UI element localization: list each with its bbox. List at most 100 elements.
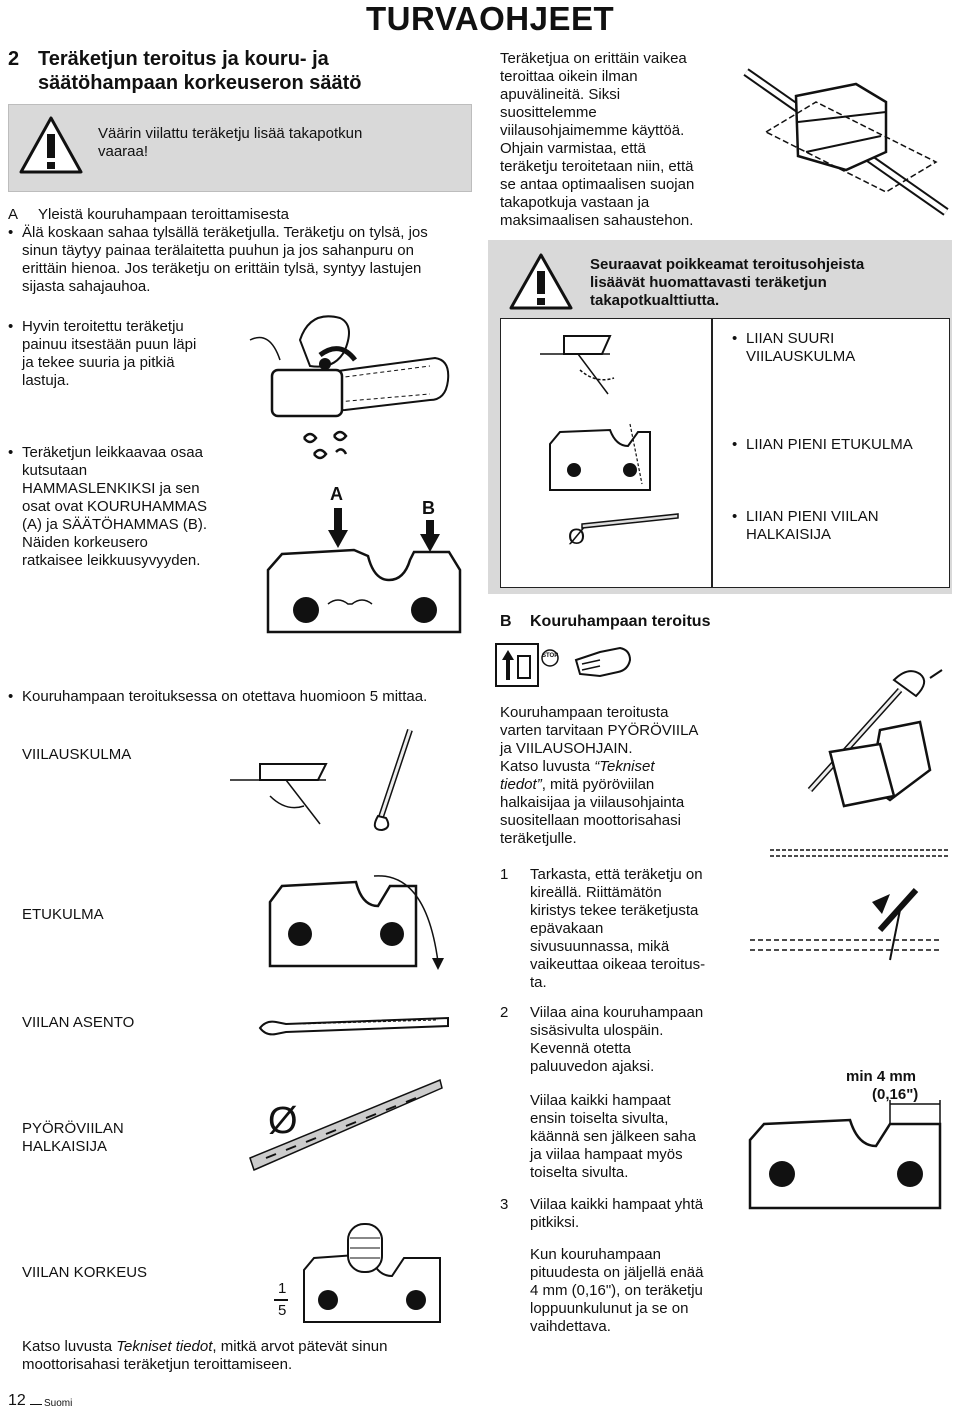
- step3b-line: pituudesta on jäljellä enää: [530, 1264, 704, 1281]
- right-top-line: takapotkuja vastaan ja: [500, 194, 650, 211]
- step2-text: Viilaa aina kouruhampaan sisäsivulta ulo…: [530, 1004, 730, 1076]
- para1b-italic1: “Tekniset: [594, 758, 655, 775]
- fraction-denominator: 5: [278, 1302, 287, 1319]
- small-file-illustration: [581, 513, 679, 529]
- label-etukulma: ETUKULMA: [22, 906, 104, 923]
- intro-line: Kouruhampaan teroituksessa on otettava h…: [22, 688, 428, 705]
- bullet3-line: (A) ja SÄÄTÖHAMMAS (B).: [22, 516, 208, 533]
- diameter-symbol: Ø: [268, 1100, 298, 1142]
- bullet1-line: sinun täytyy painaa terälaitetta puuhun …: [22, 242, 414, 259]
- step3b-line: loppuunkulunut ja se on: [530, 1300, 689, 1317]
- step2b-line: toiselta sivulta.: [530, 1164, 629, 1181]
- chip-curls-icon: [303, 430, 348, 460]
- section-a-letter: A: [8, 206, 19, 223]
- label-b: B: [422, 498, 435, 518]
- section-b-title: Kouruhampaan teroitus: [530, 613, 711, 630]
- step2b-line: ja viilaa hampaat myös: [530, 1146, 683, 1163]
- footer-note-italic: Tekniset tiedot: [116, 1338, 213, 1355]
- section-a-bullet1: •Älä koskaan sahaa tylsällä teräketjulla…: [8, 224, 478, 296]
- right-top-line: apuvälineitä. Siksi: [500, 86, 621, 103]
- step1-line: ta.: [530, 974, 547, 991]
- footer-note-post: , mitkä arvot pätevät sinun: [212, 1338, 388, 1355]
- step1-line: kireällä. Riittämätön: [530, 884, 662, 901]
- tooth-angle-illustration: [540, 335, 615, 395]
- step3-number: 3: [500, 1196, 509, 1213]
- warning-2-item1: •LIIAN SUURI VIILAUSKULMA: [732, 330, 856, 365]
- para1b-pre: Katso luvusta: [500, 758, 595, 775]
- right-top-paragraph: Teräketjua on erittäin vaikea teroittaa …: [500, 50, 740, 230]
- para1-line: varten tarvitaan PYÖRÖVIILA: [500, 722, 699, 739]
- stop-label: STOP: [542, 653, 559, 659]
- step2b-line: Viilaa kaikki hampaat: [530, 1092, 671, 1109]
- bullet1-line: erittäin hienoa. Jos teräketju on erittä…: [22, 260, 422, 277]
- arrow-down-b-icon: [420, 520, 440, 552]
- right-top-line: se antaa optimaalisen suojan: [500, 176, 695, 193]
- bullet3-line: ratkaisee leikkuusyvyyden.: [22, 552, 201, 569]
- bullet3-line: osat ovat KOURUHAMMAS: [22, 498, 208, 515]
- step3b-line: 4 mm (0,16"), on teräketju: [530, 1282, 703, 1299]
- chain-brake-icon: [495, 643, 539, 687]
- step2b-line: ensin toiselta sivulta,: [530, 1110, 669, 1127]
- step3b-line: vaihdettava.: [530, 1318, 611, 1335]
- step2b-line: käännä sen jälkeen saha: [530, 1128, 696, 1145]
- diameter-symbol: Ø: [568, 524, 586, 549]
- chain-link-illustration: [266, 548, 462, 634]
- item2-line: LIIAN PIENI ETUKULMA: [746, 436, 913, 453]
- warning-triangle-icon: [19, 116, 83, 174]
- para1c-line: halkaisijaa ja viilausohjainta: [500, 794, 685, 811]
- step2-line: paluuvedon ajaksi.: [530, 1058, 655, 1075]
- round-file-guide-illustration: [770, 669, 950, 857]
- para1b-post: , mitä pyöröviilan: [541, 776, 655, 793]
- step3b-text: Kun kouruhampaan pituudesta on jäljellä …: [530, 1246, 730, 1336]
- file-position-illustration: [258, 1016, 449, 1036]
- warning-2-line2: lisäävät huomattavasti teräketjun: [590, 274, 827, 291]
- step1-line: sivusuunnassa, mikä: [530, 938, 670, 955]
- label-viilauskulma: VIILAUSKULMA: [22, 746, 132, 763]
- step3-line: pitkiksi.: [530, 1214, 580, 1231]
- step2-line: sisäsivulta ulospäin.: [530, 1022, 664, 1039]
- bullet2-line: ja tekee suuria ja pitkiä: [22, 354, 175, 371]
- arrow-down-a-icon: [328, 508, 348, 548]
- tooth-front-angle-illustration: [549, 423, 651, 491]
- fraction-bar: [274, 1299, 288, 1301]
- page-header-title: TURVAOHJEET: [366, 0, 615, 37]
- min-length-line2: (0,16"): [872, 1086, 919, 1103]
- left-bottom-intro: •Kouruhampaan teroituksessa on otettava …: [8, 688, 428, 705]
- bullet3-line: Näiden korkeusero: [22, 534, 148, 551]
- chainsaw-illustration: [249, 315, 450, 418]
- right-top-line: maksimaalisen sahaustehon.: [500, 212, 694, 229]
- bullet3-line: kutsutaan: [22, 462, 88, 479]
- right-top-line: teräketju teroitetaan niin, että: [500, 158, 694, 175]
- min-length-line1: min 4 mm: [846, 1068, 917, 1085]
- footer-note-line2: moottorisahasi teräketjun teroittamiseen…: [22, 1356, 293, 1373]
- warning-box-1: [8, 104, 472, 192]
- step3-line: Viilaa kaikki hampaat yhtä: [530, 1196, 704, 1213]
- round-file-illustration: [249, 1078, 443, 1172]
- chain-tension-illustration: [750, 887, 940, 961]
- warning-2-item2: •LIIAN PIENI ETUKULMA: [732, 436, 913, 453]
- page-separator: [30, 1404, 42, 1405]
- step3-text: Viilaa kaikki hampaat yhtä pitkiksi.: [530, 1196, 730, 1232]
- page-number: 12: [8, 1392, 26, 1409]
- warning-1-line2: vaaraa!: [98, 143, 149, 160]
- bullet2-line: Hyvin teroitettu teräketju: [22, 318, 184, 335]
- right-top-line: teroittaa oikein ilman: [500, 68, 638, 85]
- page-language: Suomi: [44, 1398, 73, 1409]
- bullet3-line: Teräketjun leikkaavaa osaa: [22, 444, 203, 461]
- label-viilan-korkeus: VIILAN KORKEUS: [22, 1264, 148, 1281]
- step3b-line: Kun kouruhampaan: [530, 1246, 661, 1263]
- step2-number: 2: [500, 1004, 509, 1021]
- right-bottom-para1: Kouruhampaan teroitusta varten tarvitaan…: [500, 704, 750, 848]
- file-guide-illustration: [743, 68, 949, 216]
- step1-line: epävakaan: [530, 920, 604, 937]
- right-top-line: viilausohjaimemme käyttöä.: [500, 122, 685, 139]
- step2-line: Kevennä otetta: [530, 1040, 631, 1057]
- warning-1-line1: Väärin viilattu teräketju lisää takapotk…: [98, 125, 363, 142]
- bullet3-line: HAMMASLENKIKSI ja sen: [22, 480, 200, 497]
- min-length-tooth-illustration: [748, 1100, 942, 1210]
- glove-icon: [574, 646, 632, 678]
- section-2-number: 2: [8, 48, 20, 70]
- file-height-illustration: [303, 1223, 441, 1323]
- warning-triangle-icon: [509, 253, 573, 310]
- section-a-bullet2: •Hyvin teroitettu teräketju painuu itses…: [8, 318, 238, 390]
